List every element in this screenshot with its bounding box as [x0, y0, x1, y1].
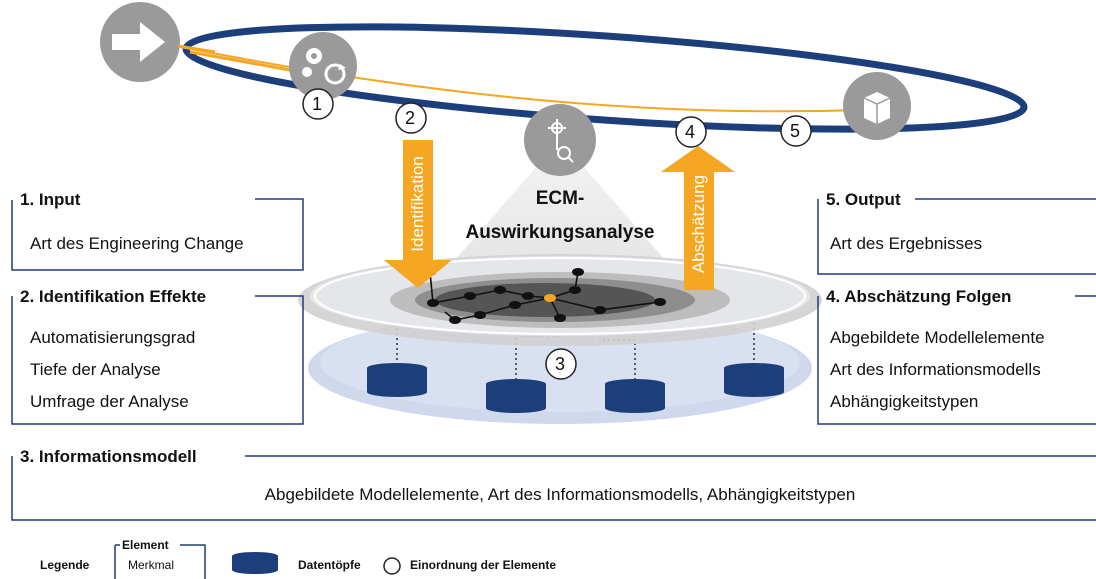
legend-label: Legende — [40, 558, 90, 572]
input-box-title: 1. Input — [16, 190, 85, 210]
legend-circle-icon — [383, 557, 401, 575]
center-title-line2: Auswirkungsanalyse — [465, 222, 655, 243]
legend-datentoepfe: Datentöpfe — [298, 558, 361, 572]
informationsmodell-item: Abgebildete Modellelemente, Art des Info… — [264, 485, 856, 504]
abschaetzung-item: Abhängigkeitstypen — [830, 392, 979, 411]
identifikation-arrow — [384, 140, 452, 288]
database-cylinder — [724, 363, 784, 397]
step-marker-1: 1 — [312, 94, 323, 114]
step-marker-3: 3 — [555, 354, 566, 374]
step-marker-4: 4 — [685, 122, 696, 142]
identifikation-item: Automatisierungsgrad — [30, 328, 196, 347]
legend-merkmal: Merkmal — [128, 558, 175, 572]
gears-refresh-icon — [289, 32, 357, 100]
network-graph — [424, 268, 666, 324]
legend-einordnung: Einordnung der Elemente — [410, 558, 557, 572]
abschaetzung-arrow — [661, 146, 735, 290]
package-box-icon — [843, 72, 911, 140]
informationsmodell-box-title: 3. Informationsmodell — [16, 447, 201, 467]
step-marker-2: 2 — [405, 108, 416, 128]
abschaetzung-item: Art des Informationsmodells — [830, 360, 1041, 379]
legend-cylinder-icon — [232, 552, 278, 574]
arrow-right-icon — [100, 2, 180, 82]
database-cylinder — [605, 379, 665, 413]
output-box-title: 5. Output — [822, 190, 905, 210]
center-title-line1: ECM- — [535, 188, 585, 209]
database-cylinders — [367, 363, 784, 413]
abschaetzung-box-title: 4. Abschätzung Folgen — [822, 287, 1016, 307]
input-item: Art des Engineering Change — [30, 234, 244, 253]
legend-element: Element — [122, 538, 169, 552]
output-item: Art des Ergebnisses — [830, 234, 983, 253]
identifikation-item: Tiefe der Analyse — [30, 360, 161, 379]
abschaetzung-label: Abschätzung — [689, 174, 708, 274]
database-cylinder — [486, 379, 546, 413]
abschaetzung-item: Abgebildete Modellelemente — [830, 328, 1045, 347]
identifikation-box-title: 2. Identifikation Effekte — [16, 287, 211, 307]
identifikation-label: Identifikation — [408, 156, 427, 252]
identifikation-item: Umfrage der Analyse — [30, 392, 189, 411]
network-search-icon — [524, 104, 596, 176]
step-marker-5: 5 — [790, 121, 801, 141]
central-node — [544, 294, 556, 302]
database-cylinder — [367, 363, 427, 397]
